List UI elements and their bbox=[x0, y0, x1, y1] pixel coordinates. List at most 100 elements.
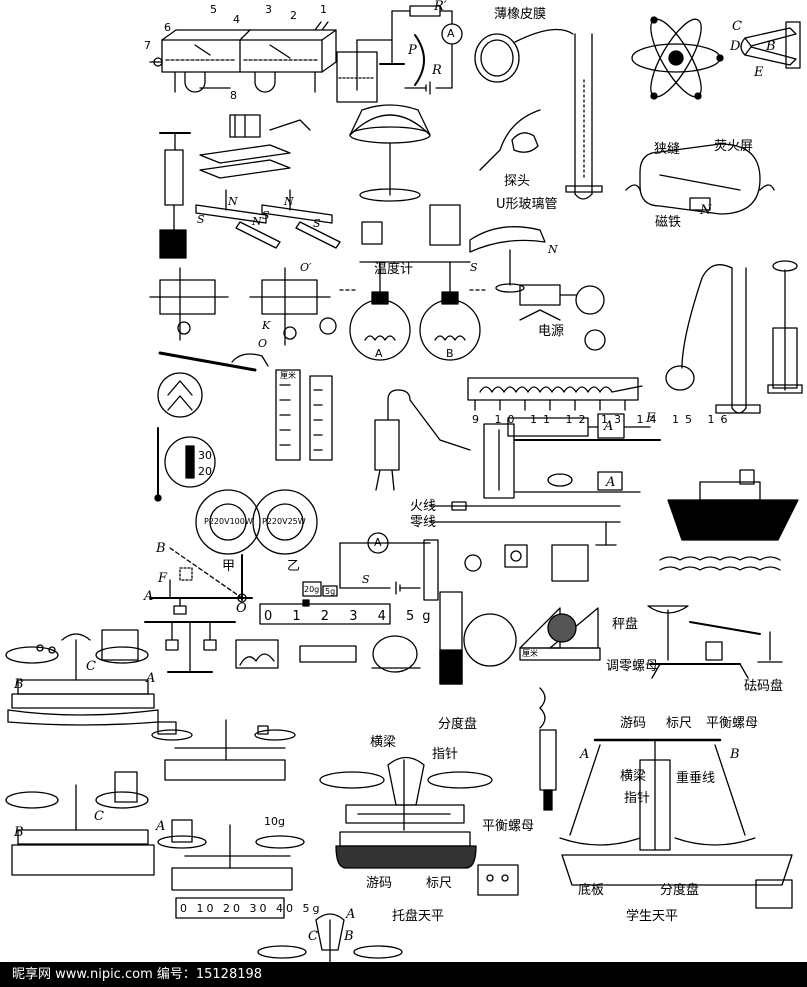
label-triangle-cm: 厘米 bbox=[522, 649, 538, 658]
tray-balance-beaker bbox=[157, 819, 305, 919]
label-live-wire: 火线 bbox=[410, 499, 437, 514]
spring-hand bbox=[539, 687, 557, 811]
lever-balance-stand bbox=[144, 621, 236, 673]
caliper-clamp bbox=[740, 21, 801, 69]
label-student-balance-nut: 平衡螺母 bbox=[706, 716, 759, 731]
label-magnet-N-2: N bbox=[284, 195, 294, 208]
vertical-scale bbox=[483, 423, 515, 499]
label-friction-A-2: A bbox=[606, 475, 616, 490]
triangle-rulers bbox=[519, 607, 601, 661]
label-yi: 乙 bbox=[287, 559, 301, 574]
label-ruler-top: 9 10 11 12 13 14 15 16 bbox=[472, 413, 734, 426]
label-neutral-wire: 零线 bbox=[410, 515, 437, 530]
label-bulb-yi-spec: P220V25W bbox=[262, 517, 306, 526]
label-num-3: 3 bbox=[265, 3, 272, 16]
label-num-4: 4 bbox=[233, 13, 240, 26]
label-friction-A: A bbox=[604, 419, 614, 434]
label-magnet-S-2: S bbox=[262, 209, 270, 222]
label-bottom-B: B bbox=[344, 929, 354, 944]
label-cylinder-cm: 厘米 bbox=[280, 371, 296, 380]
desk-lamp bbox=[349, 104, 431, 202]
graduated-cylinder bbox=[439, 591, 517, 685]
label-tray-balance: 托盘天平 bbox=[392, 909, 445, 924]
label-friction-F: F bbox=[646, 411, 656, 426]
label-tray-scale: 标尺 bbox=[426, 876, 453, 891]
label-student-B: B bbox=[730, 747, 740, 762]
label-tray-rider: 游码 bbox=[366, 876, 393, 891]
label-balance1-A: A bbox=[146, 671, 156, 686]
student-balance bbox=[559, 738, 793, 909]
tray-balance-left-1 bbox=[5, 629, 159, 726]
label-B: B bbox=[766, 39, 776, 54]
label-student-beam: 横梁 bbox=[620, 769, 647, 784]
label-power: 电源 bbox=[538, 324, 565, 339]
label-lever-B: B bbox=[156, 541, 166, 556]
watermark-bar: 昵享网 www.nipic.com 编号：15128198 bbox=[0, 962, 807, 987]
friction-experiment bbox=[507, 413, 661, 493]
spring-scale bbox=[159, 132, 191, 259]
label-coil-O-prime: O′ bbox=[300, 261, 312, 274]
label-screen: 荧火屏 bbox=[714, 139, 754, 154]
inclined-lever bbox=[149, 547, 253, 615]
measuring-cylinders bbox=[275, 369, 333, 461]
label-bottom-A: A bbox=[346, 907, 356, 922]
label-num-6: 6 bbox=[164, 21, 171, 34]
label-tray-beam: 横梁 bbox=[370, 735, 397, 750]
tray-balance-large bbox=[319, 756, 493, 869]
weights-box bbox=[477, 864, 519, 896]
label-circuit-A: A bbox=[374, 536, 382, 549]
label-needle-S: S bbox=[470, 261, 478, 274]
label-bulb-jia-spec: P220V100W bbox=[204, 517, 253, 526]
tray-balance-middle bbox=[151, 719, 296, 781]
label-balance2-B: B bbox=[14, 825, 24, 840]
label-student-scale: 标尺 bbox=[666, 716, 693, 731]
bar-magnets bbox=[195, 189, 341, 249]
ship bbox=[659, 469, 799, 571]
label-lever-A: A bbox=[144, 589, 154, 604]
label-num-8: 8 bbox=[230, 89, 237, 102]
label-balance1-B: B bbox=[14, 677, 24, 692]
label-weight-20g: 20g bbox=[304, 585, 320, 594]
liquid-pressure-gauge bbox=[474, 28, 603, 200]
label-flask-A: A bbox=[375, 347, 383, 360]
label-student-dial: 分度盘 bbox=[660, 883, 700, 898]
series-circuit bbox=[339, 532, 439, 601]
label-num-1: 1 bbox=[320, 3, 327, 16]
label-tray-pointer: 指针 bbox=[432, 747, 459, 762]
relay-circuit bbox=[519, 284, 606, 351]
label-magnet-S-1: S bbox=[197, 213, 205, 226]
label-ruler-mass: 0 1 2 3 4 5g bbox=[264, 609, 439, 624]
label-E: E bbox=[754, 65, 764, 80]
label-student-plumb: 重垂线 bbox=[676, 771, 716, 786]
atom-model bbox=[631, 16, 724, 100]
label-u-tube: U形玻璃管 bbox=[496, 197, 558, 212]
label-magnet-N-3: N bbox=[252, 215, 262, 228]
label-C: C bbox=[732, 19, 742, 34]
label-ammeter-A: A bbox=[447, 27, 455, 40]
label-weight-5g: 5g bbox=[325, 587, 336, 596]
label-balance2-A: A bbox=[156, 819, 166, 834]
label-bottom-C: C bbox=[308, 929, 318, 944]
label-zero-nut: 调零螺母 bbox=[606, 659, 659, 674]
label-P: P bbox=[408, 43, 417, 58]
label-coil-K: K bbox=[262, 319, 271, 332]
label-tray-dial: 分度盘 bbox=[438, 717, 478, 732]
ruler-pencil bbox=[467, 377, 643, 411]
label-student-A: A bbox=[580, 747, 590, 762]
label-thin-rubber-film: 薄橡皮膜 bbox=[494, 7, 547, 22]
label-needle-N: N bbox=[548, 243, 558, 256]
lever-with-weight bbox=[157, 351, 269, 418]
battery-circuit bbox=[199, 114, 311, 179]
label-probe: 探头 bbox=[504, 174, 531, 189]
label-tube-N: N bbox=[700, 203, 712, 218]
label-weight-10g: 10g bbox=[264, 815, 285, 828]
label-lever-O: O bbox=[236, 601, 247, 616]
electron-beam-tube bbox=[625, 143, 775, 215]
label-scale-pan: 秤盘 bbox=[612, 617, 639, 632]
label-tray-balance-nut: 平衡螺母 bbox=[482, 819, 535, 834]
label-R: R bbox=[432, 63, 442, 78]
steelyard-balance bbox=[647, 605, 783, 679]
label-thermo-30: 30 bbox=[198, 449, 212, 462]
label-flask-B: B bbox=[446, 347, 454, 360]
